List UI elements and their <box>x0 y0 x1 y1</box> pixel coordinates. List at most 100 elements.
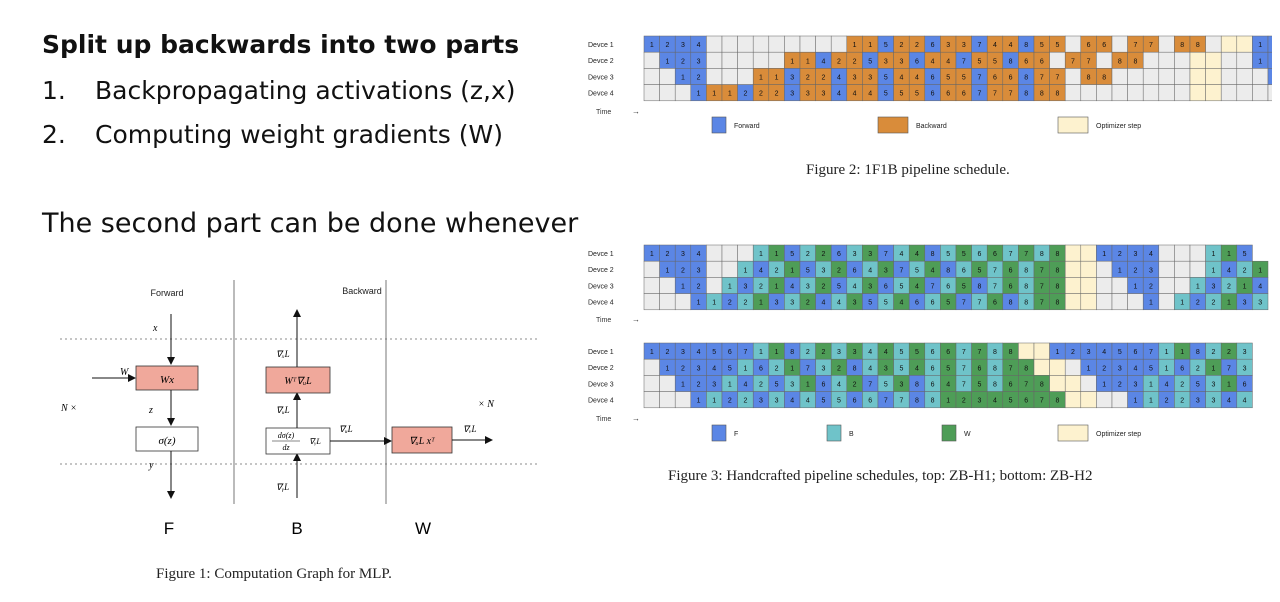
fig2-cell-label: 5 <box>884 75 888 82</box>
fig2-cell-label: 3 <box>821 91 825 98</box>
fig2-device-label: Devce 3 <box>588 74 614 81</box>
fig2-cell-label: 5 <box>962 75 966 82</box>
fig2-empty-cell <box>1267 84 1272 102</box>
fig2-optimizer-cell <box>1189 84 1206 102</box>
fig2-cell-label: 4 <box>931 58 935 65</box>
fig3-top-cell-label: 8 <box>1055 267 1059 274</box>
node-grad-w <box>391 426 453 454</box>
fig3-bottom-cell-label: 8 <box>993 365 997 372</box>
fig3-bottom-cell-label: 5 <box>899 365 903 372</box>
fig2-cell-label: 7 <box>977 42 981 49</box>
fig2-cell-label: 4 <box>946 58 950 65</box>
fig3-top-device-label: Devce 4 <box>588 300 614 307</box>
fig2-empty-cell <box>706 68 723 85</box>
fig3-bottom-cell-label: 2 <box>1118 382 1122 389</box>
fig2-optimizer-cell <box>1189 68 1206 85</box>
fig2-cell-label: 3 <box>868 75 872 82</box>
fig3-bottom-cell-label: 4 <box>946 382 950 389</box>
fig3-bottom-optimizer-cell <box>1064 391 1082 409</box>
fig2-empty-cell <box>1205 35 1222 53</box>
fig2-cell-label: 1 <box>790 58 794 65</box>
fig3-legend-swatch <box>711 424 727 442</box>
fig3-bottom-cell-label: 2 <box>837 365 841 372</box>
fig3-bottom-cell-label: 1 <box>728 382 732 389</box>
list-item-text: Computing weight gradients (W) <box>95 120 503 149</box>
fig2-cell-label: 7 <box>1040 75 1044 82</box>
fig3-top-cell-label: 5 <box>977 267 981 274</box>
fig3-bottom-empty-cell <box>1064 358 1082 376</box>
fig3-bottom-cell-label: 2 <box>775 365 779 372</box>
fig2-cell-label: 8 <box>1009 58 1013 65</box>
fig2-cell-label: 7 <box>993 91 997 98</box>
fig3-bottom-cell-label: 4 <box>915 365 919 372</box>
fig3-bottom-empty-cell <box>674 391 692 409</box>
fig3-bottom-cell-label: 8 <box>915 382 919 389</box>
fig3-bottom-cell-label: 3 <box>790 382 794 389</box>
fig3-top-cell-label: 6 <box>915 300 919 307</box>
fig3-top-cell-label: 3 <box>775 300 779 307</box>
fig3-bottom-cell-label: 3 <box>837 349 841 356</box>
fig2-cell-label: 5 <box>977 58 981 65</box>
fig3-bottom-cell-label: 7 <box>962 382 966 389</box>
fig2-cell-label: 2 <box>806 75 810 82</box>
fig3-top-optimizer-cell <box>1080 277 1097 294</box>
fig2-empty-cell <box>1064 84 1082 102</box>
fig2-legend-swatch <box>877 116 909 134</box>
fig3-top-cell-label: 2 <box>1211 300 1215 307</box>
fig3-top-cell-label: 8 <box>1055 251 1059 258</box>
fig2-cell-label: 8 <box>1118 58 1122 65</box>
fig2-empty-cell <box>1142 84 1160 102</box>
fig3-top-cell-label: 1 <box>681 284 685 291</box>
node-wx-label: Wx <box>160 374 174 386</box>
fig3-top-cell-label: 3 <box>868 251 872 258</box>
fig3-top-cell-label: 2 <box>681 267 685 274</box>
fig2-optimizer-cell <box>1189 51 1206 69</box>
fig2-cell-label: 1 <box>775 75 779 82</box>
fig2-cell-label: 3 <box>790 75 794 82</box>
node-sigma-label: σ(z) <box>158 435 175 447</box>
fig3-top-cell-label: 5 <box>837 284 841 291</box>
fig3-bottom-cell-label: 6 <box>1243 382 1247 389</box>
fig2-empty-cell <box>737 68 754 85</box>
fig3-bottom-cell-label: 2 <box>1102 365 1106 372</box>
fig3-bottom-cell-label: 1 <box>1180 349 1184 356</box>
fig3-bottom-cell-label: 4 <box>743 382 747 389</box>
node-dsigma-denominator: dz <box>282 443 290 452</box>
fig3-top-empty-cell <box>1189 260 1206 278</box>
fig2-cell-label: 6 <box>931 91 935 98</box>
fig3-bottom-cell-label: 4 <box>884 349 888 356</box>
fig2-optimizer-cell <box>1205 84 1222 102</box>
fig3-top-cell-label: 1 <box>697 300 701 307</box>
fig2-cell-label: 2 <box>743 91 747 98</box>
fig2-device-label: Devce 1 <box>588 42 614 49</box>
fig2-cell-label: 6 <box>1040 58 1044 65</box>
fig2-cell-label: 5 <box>884 42 888 49</box>
label-n-times: N × <box>60 403 77 414</box>
fig3-bottom-cell-label: 1 <box>743 365 747 372</box>
fig3-bottom-empty-cell <box>1096 391 1113 409</box>
fig3-bottom-cell-label: 4 <box>868 365 872 372</box>
fig3-bottom-cell-label: 8 <box>1009 349 1013 356</box>
fig2-cell-label: 1 <box>697 91 701 98</box>
fig3-legend-swatch <box>1057 424 1089 442</box>
node-wx <box>135 365 199 391</box>
fig2-empty-cell <box>1111 84 1128 102</box>
fig2-cell-label: 8 <box>1040 91 1044 98</box>
header-forward: Forward <box>150 288 183 298</box>
fig3-top-cell-label: 2 <box>1243 267 1247 274</box>
fig3-top-cell-label: 3 <box>1133 251 1137 258</box>
fig3-top-cell-label: 7 <box>1040 267 1044 274</box>
fig3-top-cell-label: 7 <box>899 267 903 274</box>
fig3-top-cell-label: 3 <box>853 300 857 307</box>
fig3-top-cell-label: 2 <box>759 284 763 291</box>
fig2-optimizer-cell <box>1236 35 1253 53</box>
fig3-bottom-cell-label: 4 <box>790 398 794 405</box>
fig3-bottom-cell-label: 1 <box>1165 349 1169 356</box>
node-grad-w-label: ∇ᵤL xᵀ <box>409 436 436 447</box>
fig2-cell-label: 1 <box>1258 58 1262 65</box>
fig2-empty-cell <box>706 51 723 69</box>
fig3-top-empty-cell <box>737 244 754 262</box>
fig3-top-empty-cell <box>643 293 660 311</box>
fig3-top-cell-label: 4 <box>1227 267 1231 274</box>
fig3-legend-label: B <box>849 431 854 438</box>
